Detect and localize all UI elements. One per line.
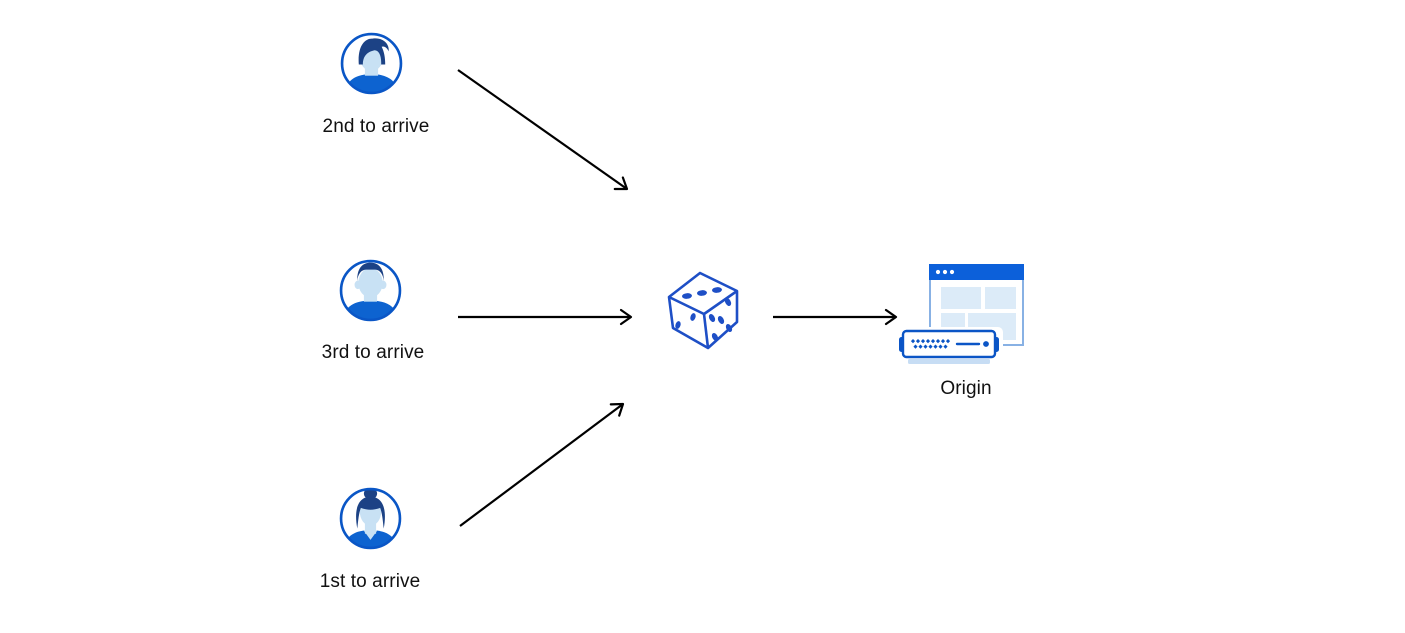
female-user-avatar-icon xyxy=(339,487,402,550)
origin-server-icon xyxy=(899,264,1024,364)
dice-icon xyxy=(667,271,739,350)
node-label-origin: Origin xyxy=(940,378,992,399)
server-icon xyxy=(899,327,1003,364)
node-label-second: 2nd to arrive xyxy=(322,116,430,137)
male-user-avatar-icon xyxy=(340,32,403,95)
male-user-avatar-icon xyxy=(339,259,402,322)
node-label-first: 1st to arrive xyxy=(319,571,421,592)
arrow-first-to-dice xyxy=(459,402,625,527)
arrow-second-to-dice xyxy=(457,69,629,191)
node-label-third: 3rd to arrive xyxy=(321,342,425,363)
